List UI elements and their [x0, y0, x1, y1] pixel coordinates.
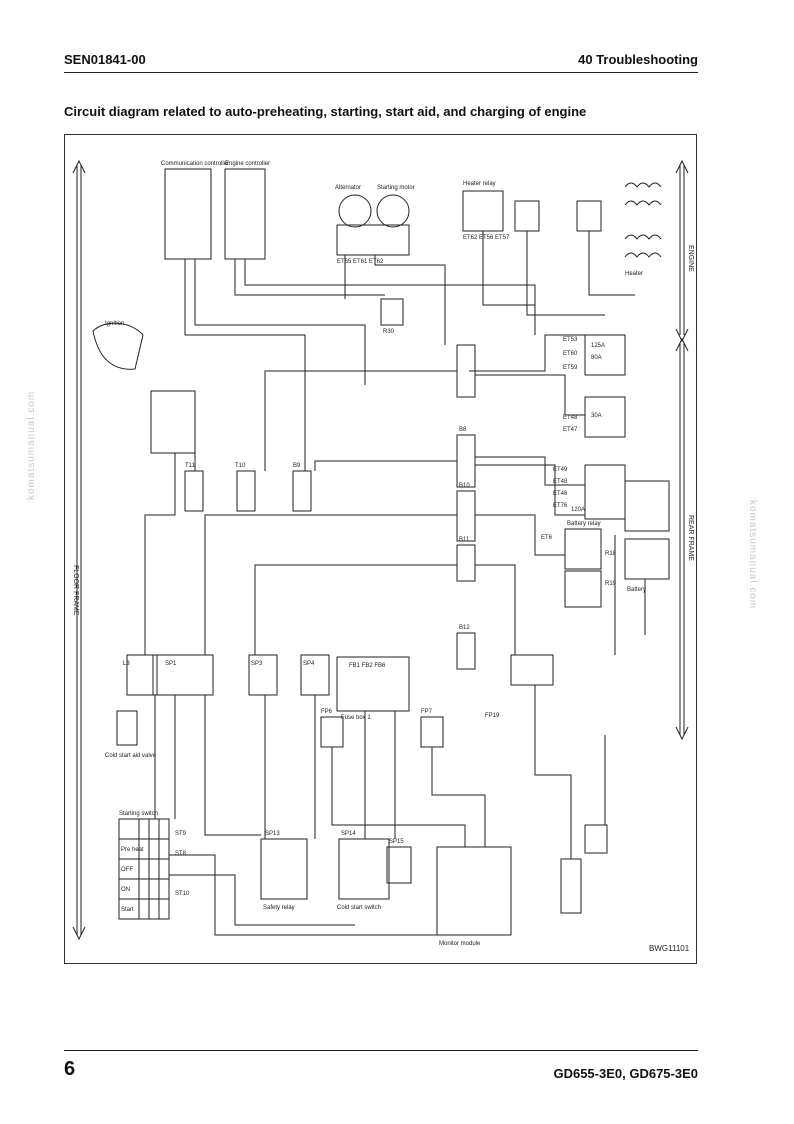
label-ignition: Ignition — [105, 321, 124, 327]
label-monitor-module: Monitor module — [439, 941, 481, 947]
svg-text:80A: 80A — [591, 355, 602, 361]
circuit-diagram: ET65 ET61 ET62 ET62 ET56 ET57 R30 ET53 E… — [72, 159, 694, 953]
footer-rule — [64, 1050, 698, 1051]
watermark-right: komatsumanual.com — [747, 500, 758, 610]
svg-text:ST8: ST8 — [175, 851, 187, 857]
svg-text:ET60: ET60 — [563, 351, 578, 357]
svg-text:B9: B9 — [293, 463, 301, 469]
svg-text:ET47: ET47 — [563, 427, 578, 433]
svg-text:B12: B12 — [459, 625, 470, 631]
section-title: 40 Troubleshooting — [578, 52, 698, 67]
label-battery: Battery — [627, 587, 646, 593]
svg-text:ET53: ET53 — [563, 337, 578, 343]
svg-text:R19: R19 — [605, 581, 617, 587]
svg-text:ET6: ET6 — [541, 535, 553, 541]
svg-text:B10: B10 — [459, 483, 470, 489]
svg-text:ET62 ET56 ET57: ET62 ET56 ET57 — [463, 235, 510, 241]
rear-frame-label: REAR FRAME — [687, 515, 694, 561]
svg-text:125A: 125A — [591, 343, 605, 349]
switch-position-off: OFF — [121, 867, 133, 873]
circuit-diagram-frame: ET65 ET61 ET62 ET62 ET56 ET57 R30 ET53 E… — [64, 134, 697, 964]
svg-text:SP3: SP3 — [251, 661, 263, 667]
svg-text:FP19: FP19 — [485, 713, 500, 719]
svg-text:FP6: FP6 — [321, 709, 333, 715]
svg-text:ST9: ST9 — [175, 831, 187, 837]
svg-text:ET48: ET48 — [553, 479, 568, 485]
switch-position-on: ON — [121, 887, 130, 893]
label-comm-controller: Communication controller — [161, 161, 229, 167]
label-ether-valve: Cold start aid valve — [105, 753, 157, 759]
svg-text:L3: L3 — [123, 661, 130, 667]
svg-text:ET65 ET61 ET62: ET65 ET61 ET62 — [337, 259, 384, 265]
switch-position-preheat: Pre heat — [121, 847, 144, 853]
svg-text:SP15: SP15 — [389, 839, 404, 845]
label-fuse-box: Fuse box 1 — [341, 715, 371, 721]
svg-text:FB1 FB2 FB6: FB1 FB2 FB6 — [349, 663, 386, 669]
svg-text:R30: R30 — [383, 329, 395, 335]
svg-text:SP4: SP4 — [303, 661, 315, 667]
switch-position-start: Start — [121, 907, 134, 913]
header-rule — [64, 72, 698, 73]
document-id: SEN01841-00 — [64, 52, 146, 67]
label-starting-motor: Starting motor — [377, 185, 415, 191]
svg-text:B11: B11 — [459, 537, 470, 543]
svg-text:ET49: ET49 — [553, 467, 568, 473]
label-starting-switch: Starting switch — [119, 811, 158, 817]
engine-frame-label: ENGINE — [687, 245, 694, 272]
svg-text:ST10: ST10 — [175, 891, 190, 897]
label-cold-start-switch: Cold start switch — [337, 905, 381, 911]
label-heater: Heater — [625, 271, 643, 277]
svg-text:30A: 30A — [591, 413, 602, 419]
svg-text:T10: T10 — [235, 463, 246, 469]
svg-text:120A: 120A — [571, 507, 585, 513]
svg-text:ET76: ET76 — [553, 503, 568, 509]
floor-frame-label: FLOOR FRAME — [72, 565, 79, 616]
svg-text:ET59: ET59 — [563, 365, 578, 371]
svg-text:R18: R18 — [605, 551, 617, 557]
svg-text:SP14: SP14 — [341, 831, 356, 837]
label-battery-relay: Battery relay — [567, 521, 601, 527]
label-alternator: Alternator — [335, 185, 361, 191]
label-engine-controller: Engine controller — [225, 161, 270, 167]
svg-text:ET46: ET46 — [553, 491, 568, 497]
diagram-title: Circuit diagram related to auto-preheati… — [64, 104, 587, 119]
model-numbers: GD655-3E0, GD675-3E0 — [553, 1066, 698, 1081]
svg-text:FP7: FP7 — [421, 709, 433, 715]
label-safety-relay: Safety relay — [263, 905, 295, 911]
svg-text:T11: T11 — [185, 463, 196, 469]
svg-text:ET48: ET48 — [563, 415, 578, 421]
svg-text:B8: B8 — [459, 427, 467, 433]
svg-text:SP13: SP13 — [265, 831, 280, 837]
watermark-left: komatsumanual.com — [26, 390, 37, 500]
page-number: 6 — [64, 1058, 76, 1080]
diagram-code: BWG11101 — [649, 944, 690, 953]
label-heater-relay: Heater relay — [463, 181, 496, 187]
svg-text:SP1: SP1 — [165, 661, 177, 667]
